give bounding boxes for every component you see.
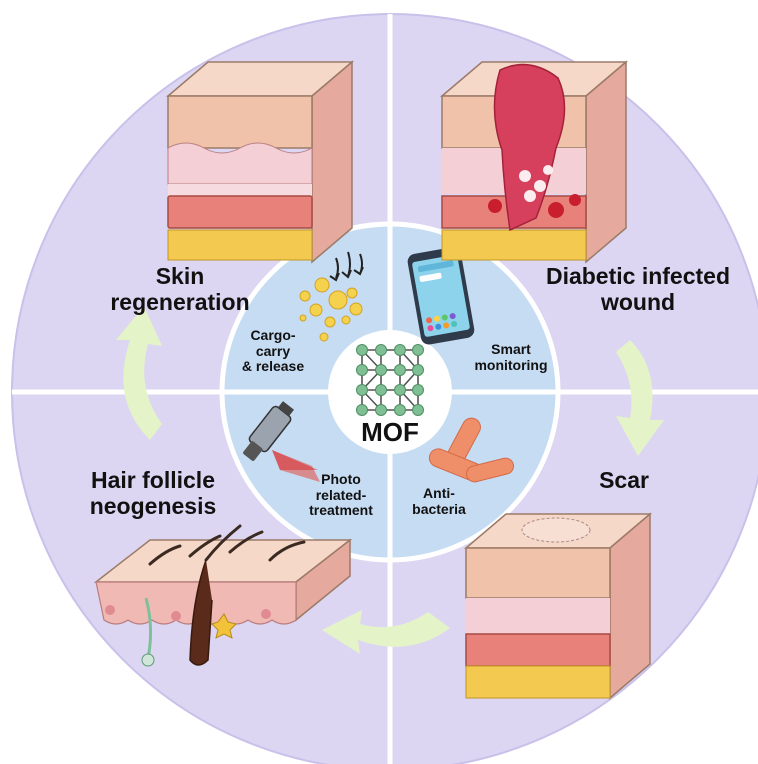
function-label-cargo-carry-release: Cargo-carry& release <box>230 328 316 375</box>
stage-label-skin-regeneration: Skinregeneration <box>110 264 250 316</box>
function-label-smart-monitoring: Smartmonitoring <box>468 342 554 373</box>
stage-label-hair-follicle-neogenesis: Hair follicleneogenesis <box>60 468 246 520</box>
function-label-photo-related-treatment: Photorelated-treatment <box>300 472 382 519</box>
stage-label-diabetic-infected-wound: Diabetic infectedwound <box>522 264 754 316</box>
wound-block-icon <box>442 62 626 262</box>
inner-circle <box>222 224 558 560</box>
center-title-mof: MOF <box>340 418 440 447</box>
function-label-anti-bacteria: Anti-bacteria <box>404 486 474 517</box>
scar-block-icon <box>466 514 650 698</box>
stage-label-scar: Scar <box>584 468 664 494</box>
skin-block-icon <box>168 62 352 262</box>
